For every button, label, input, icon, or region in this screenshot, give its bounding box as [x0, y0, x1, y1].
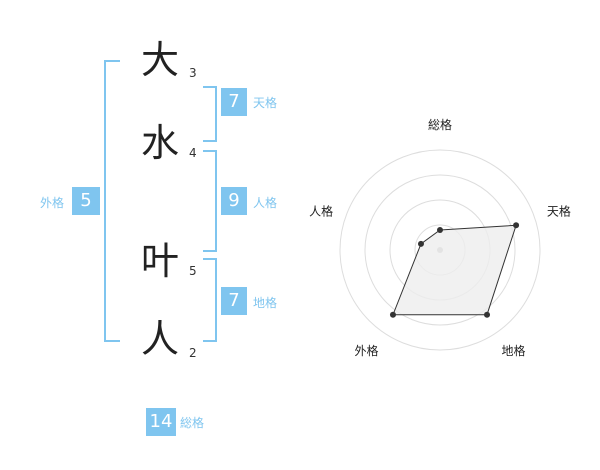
name-char-2: 水 [141, 121, 180, 165]
chikaku-bracket [203, 258, 217, 342]
radar-data-polygon [392, 224, 517, 316]
stroke-count-3: 5 [189, 264, 197, 278]
radar-points [389, 222, 520, 318]
radar-point-総格 [437, 227, 443, 233]
jinkaku-score-badge: 9 [221, 187, 247, 215]
radar-point-地格 [484, 311, 491, 318]
name-char-4: 人 [141, 317, 180, 361]
tenkaku-label: 天格 [253, 96, 278, 110]
jinkaku-label: 人格 [253, 196, 278, 210]
radar-axis-label-1: 総格 [428, 117, 452, 132]
jinkaku-bracket [203, 150, 217, 252]
stroke-count-4: 2 [189, 346, 197, 360]
radar-axis-label-5: 人格 [309, 203, 333, 218]
tenkaku-score-badge: 7 [221, 88, 247, 116]
name-char-3: 叶 [141, 239, 180, 283]
chikaku-label: 地格 [253, 296, 278, 310]
gaikaku-label: 外格 [40, 196, 65, 210]
radar-ring-4 [339, 149, 541, 351]
stroke-count-2: 4 [189, 146, 197, 160]
radar-ring-3 [364, 174, 516, 326]
tenkaku-bracket [203, 86, 217, 142]
radar-axis-label-4: 外格 [355, 343, 379, 358]
chikaku-score-badge: 7 [221, 287, 247, 315]
radar-point-外格 [389, 311, 396, 318]
radar-axis-label-3: 地格 [501, 343, 525, 358]
gaikaku-bracket [104, 60, 120, 342]
radar-point-天格 [513, 222, 520, 229]
soukaku-score-badge: 14 [146, 408, 176, 436]
radar-point-人格 [417, 240, 424, 247]
gaikaku-score-badge: 5 [72, 187, 100, 215]
name-char-1: 大 [141, 38, 180, 82]
stroke-count-1: 3 [189, 66, 197, 80]
radar-axis-label-2: 天格 [547, 203, 571, 218]
soukaku-label: 総格 [180, 416, 205, 430]
